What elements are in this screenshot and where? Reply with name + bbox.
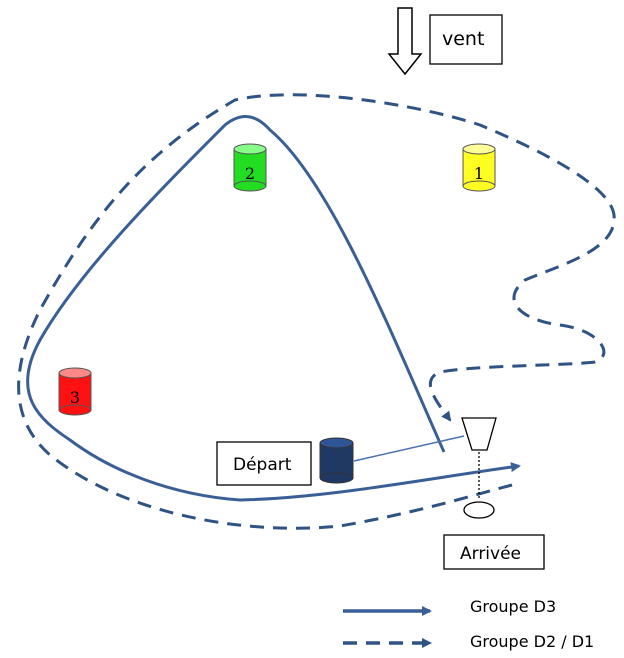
finish-label: Arrivée <box>460 544 521 564</box>
buoy-top <box>319 437 354 449</box>
buoy-top <box>233 143 267 155</box>
buoy-top <box>58 367 92 379</box>
buoy-number: 3 <box>70 388 80 407</box>
wind-label: vent <box>442 28 484 50</box>
buoy-number: 2 <box>245 164 255 183</box>
buoy-bottom <box>462 180 496 192</box>
legend-label-d3: Groupe D3 <box>470 597 556 616</box>
route-d3 <box>26 115 521 502</box>
buoy-3: 3 <box>58 367 92 416</box>
buoy-body <box>58 372 92 411</box>
legend-label-d2-d1: Groupe D2 / D1 <box>470 632 594 651</box>
route-d2-d1 <box>17 93 616 530</box>
start-line <box>353 435 465 462</box>
finish-label-box <box>443 534 545 570</box>
legend: Groupe D3 Groupe D2 / D1 <box>343 597 594 651</box>
finish-mark-icon <box>463 501 495 519</box>
buoy-2: 2 <box>233 143 267 192</box>
buoy-bottom <box>58 404 92 416</box>
buoy-top <box>462 143 496 155</box>
buoy-bottom <box>319 472 354 484</box>
buoy-1: 1 <box>462 143 496 192</box>
buoy-body <box>319 442 354 479</box>
buoy-number: 1 <box>474 164 484 183</box>
wind-label-box <box>429 14 503 65</box>
wind-arrow-icon <box>387 7 423 76</box>
start-label: Départ <box>233 455 292 475</box>
buoy-bottom <box>233 180 267 192</box>
start-buoy <box>319 437 354 484</box>
committee-boat-icon <box>461 417 497 451</box>
start-label-box <box>216 441 312 486</box>
